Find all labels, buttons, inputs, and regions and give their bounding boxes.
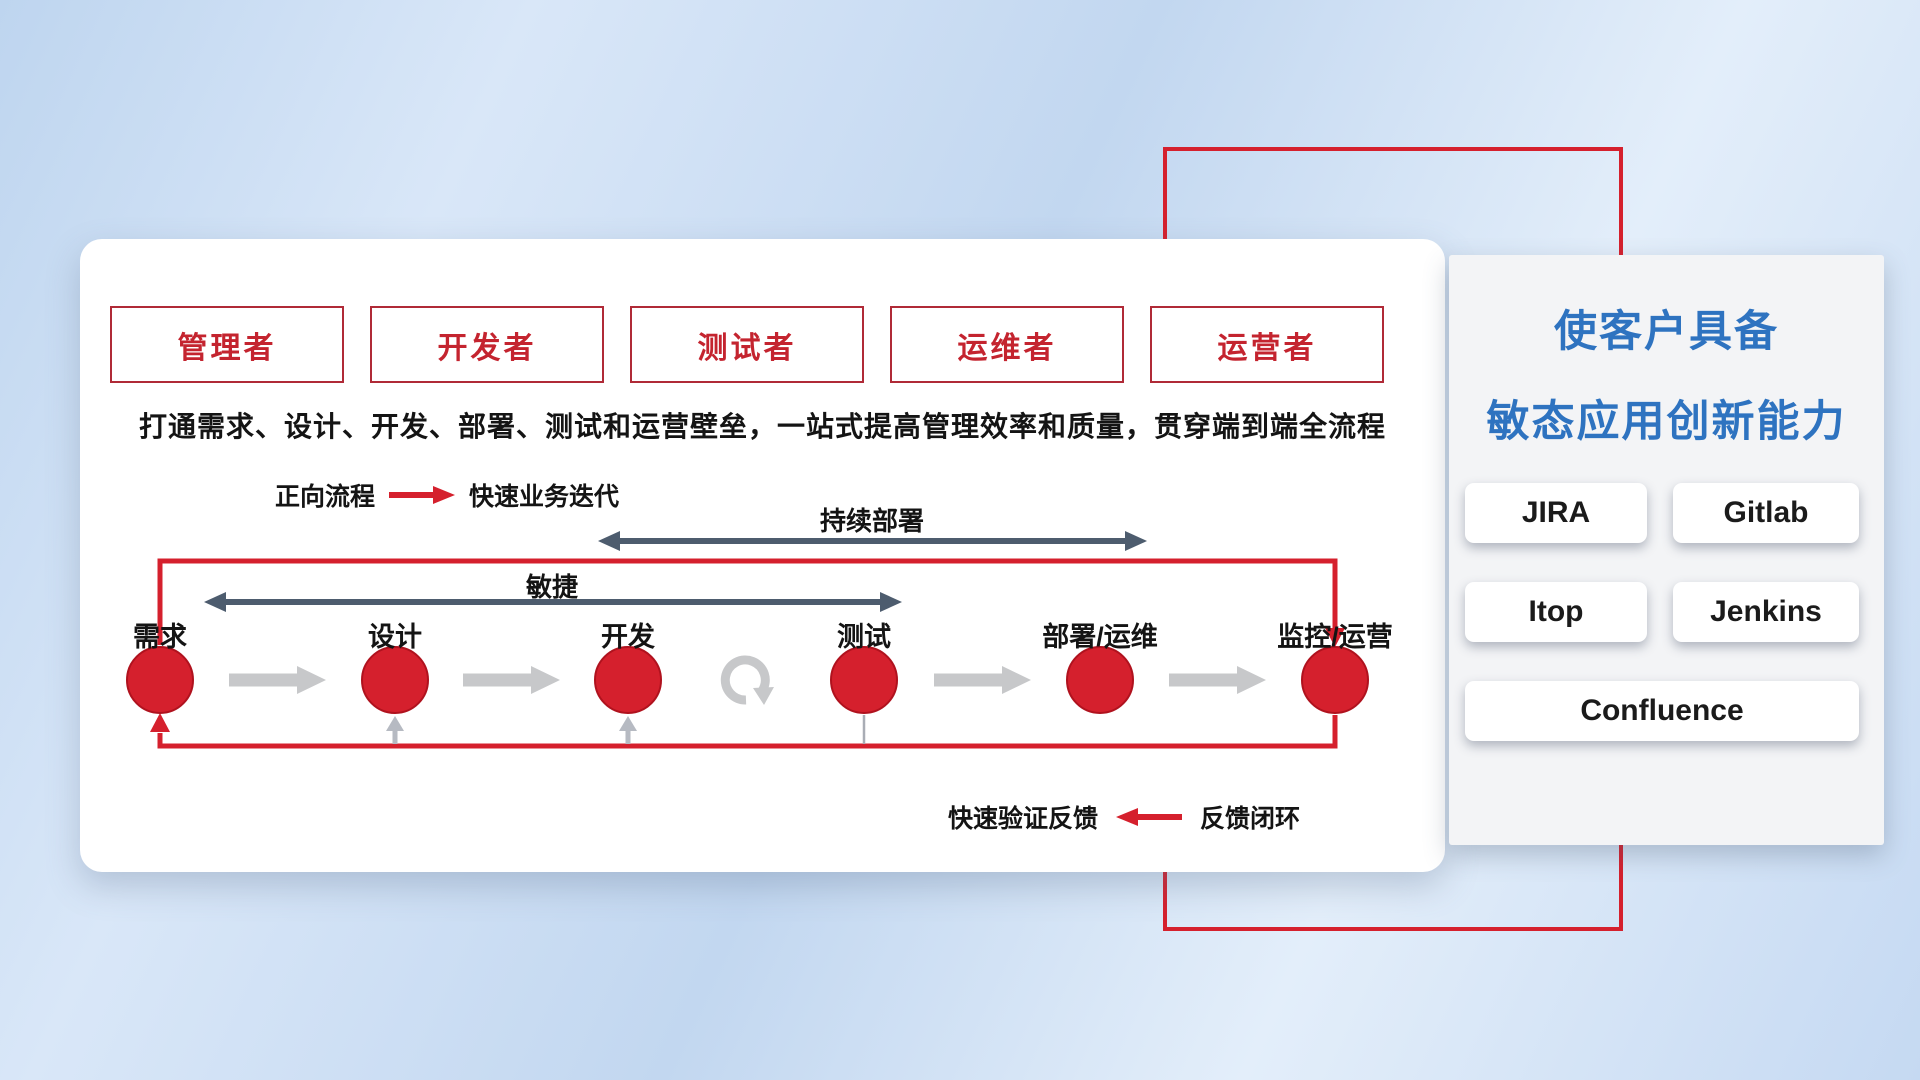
legend-forward-value: 快速业务迭代 bbox=[469, 483, 620, 511]
feedback-loop-arrowhead-icon bbox=[150, 713, 170, 732]
tool-chip-itop: Itop bbox=[1465, 582, 1647, 642]
stage-label-requirements: 需求 bbox=[133, 622, 187, 652]
forward-arrow-icon bbox=[389, 486, 456, 504]
flow-arrow-4-head-icon bbox=[1002, 666, 1031, 694]
stage-node-development bbox=[594, 646, 662, 714]
capability-panel: 使客户具备 敏态应用创新能力 JIRA Gitlab Itop Jenkins … bbox=[1449, 255, 1884, 845]
role-label-ops: 运维者 bbox=[957, 331, 1057, 365]
legend-feedback-label: 快速验证反馈 bbox=[948, 805, 1099, 833]
cd-span-left-arrowhead-icon bbox=[598, 531, 620, 551]
role-box-ops: 运维者 bbox=[890, 306, 1124, 383]
role-box-operator: 运营者 bbox=[1150, 306, 1384, 383]
cd-span-right-arrowhead-icon bbox=[1125, 531, 1147, 551]
pipeline-description: 打通需求、设计、开发、部署、测试和运营壁垒，一站式提高管理效率和质量，贯穿端到端… bbox=[138, 411, 1386, 442]
stage-node-monitor-operate bbox=[1301, 646, 1369, 714]
role-box-tester: 测试者 bbox=[630, 306, 864, 383]
panel-title-line2: 敏态应用创新能力 bbox=[1486, 398, 1847, 446]
legend-feedback-value: 反馈闭环 bbox=[1200, 805, 1301, 833]
tool-chip-jira: JIRA bbox=[1465, 483, 1647, 543]
stage-node-testing bbox=[830, 646, 898, 714]
legend-forward-label: 正向流程 bbox=[275, 483, 376, 511]
feedback-up-arrowhead-design-icon bbox=[386, 716, 404, 731]
role-label-manager: 管理者 bbox=[177, 331, 277, 365]
role-boxes-row: 管理者 开发者 测试者 运维者 运营者 bbox=[110, 306, 1384, 383]
stage-label-development: 开发 bbox=[601, 622, 655, 652]
panel-title-line1: 使客户具备 bbox=[1554, 308, 1779, 356]
flow-arrow-2-head-icon bbox=[531, 666, 560, 694]
tool-chip-jenkins: Jenkins bbox=[1673, 582, 1859, 642]
role-label-tester: 测试者 bbox=[697, 331, 797, 365]
agile-span-label: 敏捷 bbox=[525, 572, 578, 602]
stage-node-deploy-ops bbox=[1066, 646, 1134, 714]
devops-flow-card: 管理者 开发者 测试者 运维者 运营者 打通需求、设计、开发、部署、测试和运营壁… bbox=[80, 239, 1445, 872]
role-box-manager: 管理者 bbox=[110, 306, 344, 383]
role-box-developer: 开发者 bbox=[370, 306, 604, 383]
iteration-loop-icon bbox=[720, 655, 770, 705]
feedback-arrow-icon bbox=[1116, 808, 1183, 826]
stage-node-design bbox=[361, 646, 429, 714]
tool-chip-gitlab: Gitlab bbox=[1673, 483, 1859, 543]
stage-label-testing: 测试 bbox=[837, 622, 891, 652]
stage-label-design: 设计 bbox=[368, 622, 422, 652]
feedback-loop-line bbox=[157, 715, 1338, 749]
flow-arrow-5-head-icon bbox=[1237, 666, 1266, 694]
stage-label-monitor-operate: 监控/运营 bbox=[1277, 622, 1393, 652]
flow-arrow-1-head-icon bbox=[297, 666, 326, 694]
role-label-developer: 开发者 bbox=[437, 331, 537, 365]
cd-span-label: 持续部署 bbox=[819, 506, 924, 536]
feedback-up-arrowhead-dev-icon bbox=[619, 716, 637, 731]
iteration-loop-arrowhead-icon bbox=[753, 687, 774, 705]
role-label-operator: 运营者 bbox=[1217, 331, 1317, 365]
tool-chip-confluence: Confluence bbox=[1465, 681, 1859, 741]
agile-span-left-arrowhead-icon bbox=[204, 592, 226, 612]
legend-feedback-loop: 快速验证反馈 反馈闭环 bbox=[948, 799, 1300, 835]
agile-span-right-arrowhead-icon bbox=[880, 592, 902, 612]
legend-forward-flow: 正向流程 快速业务迭代 bbox=[275, 477, 619, 513]
stage-label-deploy-ops: 部署/运维 bbox=[1042, 622, 1158, 652]
stage-node-requirements bbox=[126, 646, 194, 714]
